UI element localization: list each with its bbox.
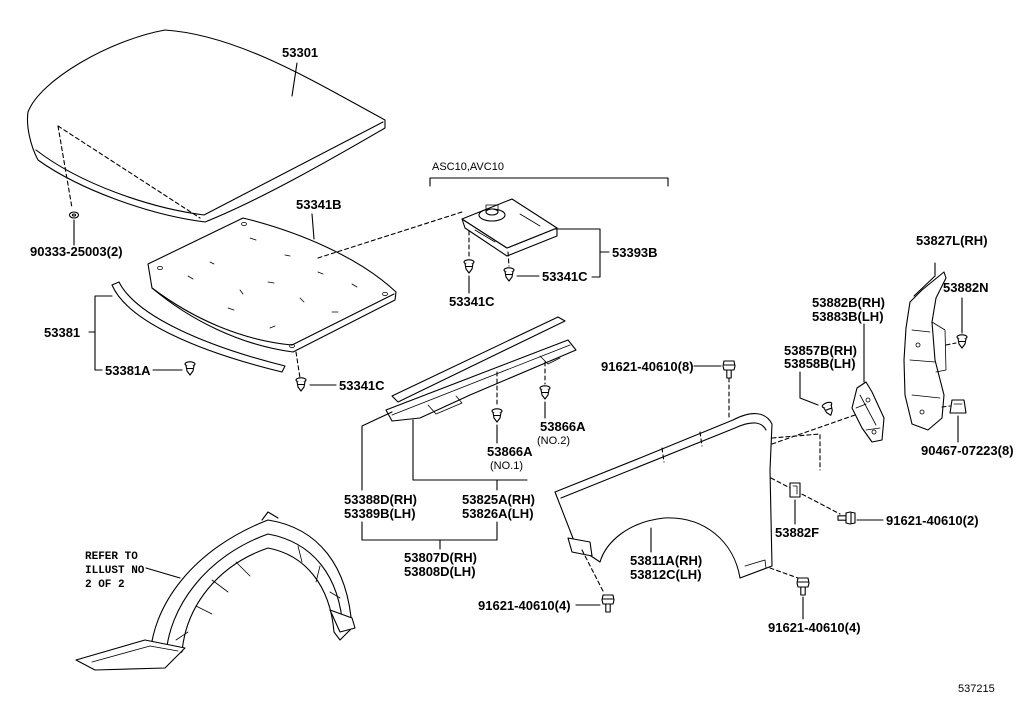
callout-fender-bolt-top[interactable]: 91621-40610(8) [601,359,694,374]
model-note-bracket [429,177,669,187]
callout-bracket-rear-lh[interactable]: 53883B(LH) [812,309,884,324]
drawing-number: 537215 [958,683,995,695]
bracket-rear-part [851,381,885,443]
push-clip-seal-no2 [539,385,551,400]
callout-seal-clip-no1-note: (NO.1) [490,460,523,472]
callout-hood[interactable]: 53301 [282,45,318,60]
leader-cowl-seal [361,411,393,491]
leader-insulator-cover [555,228,610,278]
hood-clip-part [68,211,80,219]
nut-part [949,399,967,414]
insulator-cover-part [461,198,558,267]
leader-protector [799,371,819,406]
callout-cover-clip-left[interactable]: 53341C [449,294,495,309]
hood-seal-part [111,281,286,373]
fender-panel-part [554,377,856,594]
fender-liner-reference [75,511,356,671]
bolt-fender-top [722,360,736,379]
callout-insulator-cover[interactable]: 53393B [612,245,658,260]
callout-hood-insulator[interactable]: 53341B [296,197,342,212]
refer-note-line-3: 2 OF 2 [85,579,125,591]
push-clip-hood-seal [184,361,196,376]
push-clip-seal-no1 [491,408,503,423]
callout-fender-panel-lh[interactable]: 53812C(LH) [630,567,702,582]
bracket-lower-part [789,482,801,498]
bolt-fender-front [601,594,615,613]
callout-fender-seal-rh[interactable]: 53825A(RH) [462,492,535,507]
callout-insulator-clip[interactable]: 53341C [339,378,385,393]
selected-part-highlight[interactable] [912,248,990,262]
callout-protector-rh[interactable]: 53857B(RH) [784,343,857,358]
push-clip-protector [820,400,837,418]
leader-hood-seal [88,295,113,371]
refer-note-line-2: ILLUST NO [85,565,145,577]
leader-hood-insulator [311,213,315,240]
refer-note-line-1: REFER TO [85,551,138,563]
callout-fender-bolt-front[interactable]: 91621-40610(4) [478,598,571,613]
callout-hood-seal-clip[interactable]: 53381A [105,363,151,378]
callout-bracket-nut[interactable]: 90467-07223(8) [921,443,1014,458]
leader-bracket-upper [913,262,936,297]
callout-cowl-seal-lh[interactable]: 53389B(LH) [344,506,416,521]
hood-insulator-part [147,211,463,379]
callout-bracket-clip[interactable]: 53882N [943,280,989,295]
bolt-fender-rear [796,577,810,596]
callout-fender-panel-rh[interactable]: 53811A(RH) [630,553,702,568]
leader-hood [291,62,298,97]
push-clip-cover-right [503,267,515,282]
callout-fender-bolt-side[interactable]: 91621-40610(2) [886,513,979,528]
push-clip-insulator [295,377,307,392]
callout-seal-clip-no2-note: (NO.2) [537,435,570,447]
callout-seal-clip-no1[interactable]: 53866A [487,444,533,459]
leader-seal-set [361,521,498,550]
model-note: ASC10,AVC10 [432,161,504,173]
bolt-fender-side [837,511,856,525]
callout-cowl-seal-rh[interactable]: 53388D(RH) [344,492,417,507]
callout-bracket-upper[interactable]: 53827L(RH) [916,233,988,248]
bracket-upper-part [903,271,957,431]
cowl-seal-part [385,316,577,422]
hood-panel [26,29,386,223]
callout-bracket-rear-rh[interactable]: 53882B(RH) [812,295,885,310]
leader-refer-note [145,567,181,579]
callout-protector-lh[interactable]: 53858B(LH) [784,356,856,371]
callout-cover-clip-right[interactable]: 53341C [542,269,588,284]
callout-hood-seal[interactable]: 53381 [44,325,80,340]
callout-seal-set-rh[interactable]: 53807D(RH) [404,550,477,565]
callout-fender-seal-lh[interactable]: 53826A(LH) [462,506,534,521]
callout-hood-clip[interactable]: 90333-25003(2) [30,244,123,259]
push-clip-bracket [956,334,968,349]
callout-seal-clip-no2[interactable]: 53866A [540,419,586,434]
push-clip-cover-left [463,259,475,274]
callout-fender-bolt-rear[interactable]: 91621-40610(4) [768,620,861,635]
callout-seal-set-lh[interactable]: 53808D(LH) [404,564,476,579]
leader-fender-seal [412,419,528,491]
callout-bracket-lower[interactable]: 53882F [775,525,819,540]
